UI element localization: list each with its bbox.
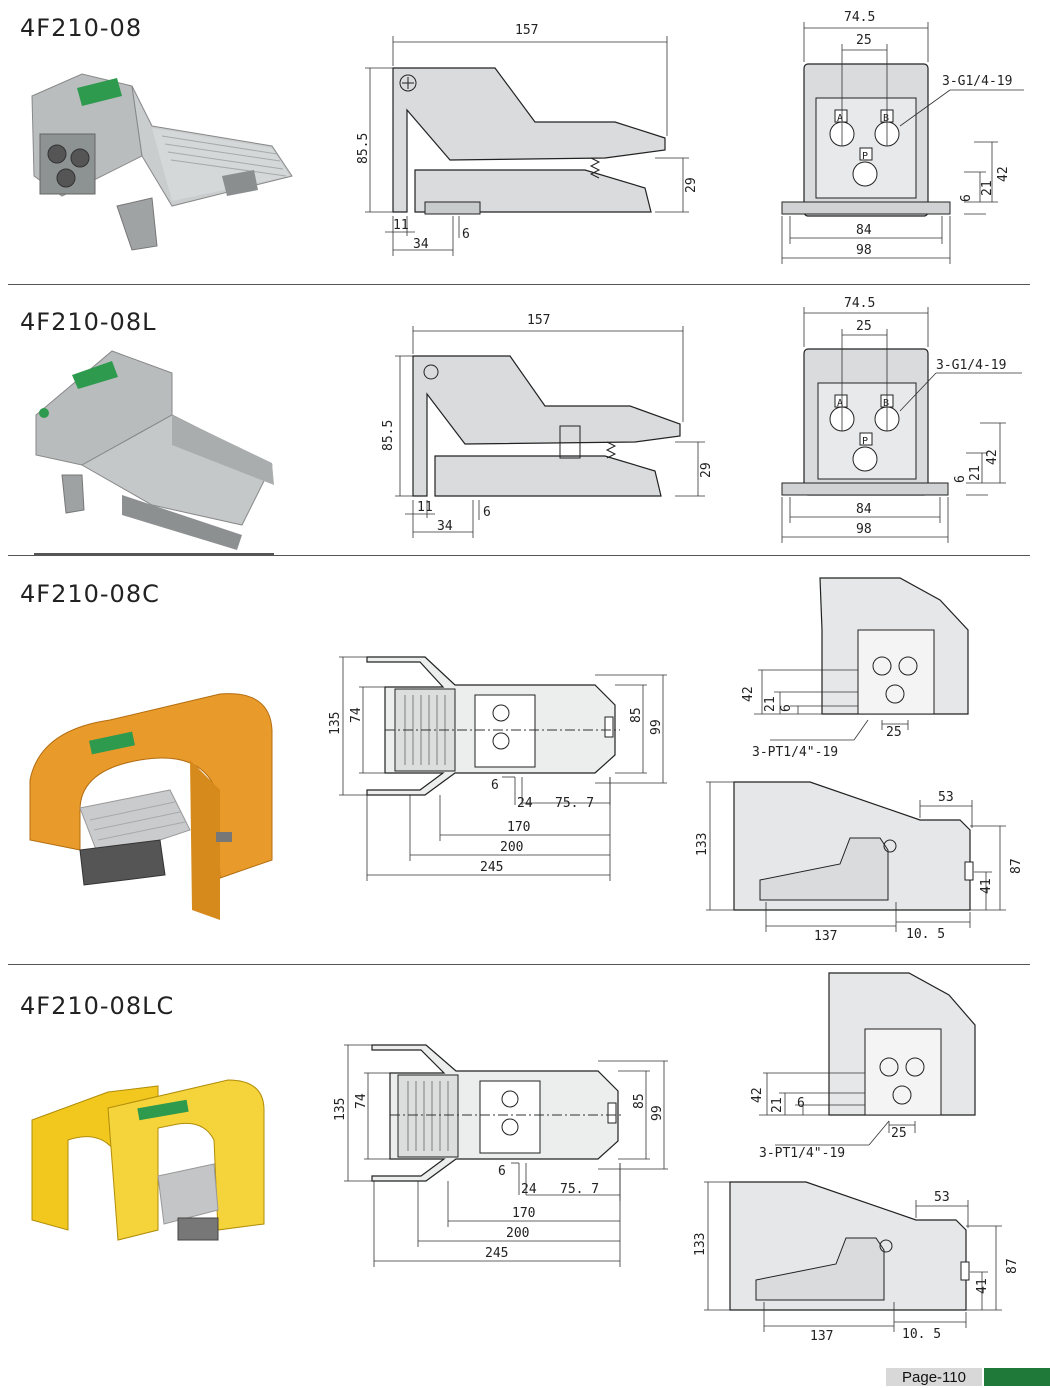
dim-24: 24 (517, 796, 533, 811)
port-label-b: B (883, 113, 889, 124)
dim-157: 157 (527, 313, 550, 328)
dim-41: 41 (975, 1278, 990, 1294)
dim-74: 74 (349, 707, 364, 723)
model-title-4f210-08: 4F210-08 (20, 14, 143, 42)
dim-157: 157 (515, 23, 538, 38)
side-drawing-4f210-08l: 157 85.5 29 11 34 6 (381, 313, 714, 538)
dim-137: 137 (810, 1329, 833, 1344)
page-number-label: Page-110 (886, 1368, 982, 1386)
dim-98: 98 (856, 522, 872, 537)
front-drawing-4f210-08lc: 42 21 6 3-PT1/4"-19 25 (750, 972, 976, 1161)
dim-85: 85 (629, 707, 644, 723)
dim-42: 42 (996, 166, 1011, 182)
dim-42: 42 (741, 686, 756, 702)
dim-6: 6 (779, 704, 794, 712)
dim-85-5: 85.5 (381, 420, 396, 451)
dim-6: 6 (959, 194, 974, 202)
dim-135: 135 (333, 1098, 348, 1121)
dim-133: 133 (695, 833, 710, 856)
dim-6: 6 (498, 1164, 506, 1179)
dim-25: 25 (886, 725, 902, 740)
front-drawing-4f210-08: A B P 74.5 25 3-G1/4-19 42 21 6 84 98 (781, 10, 1024, 264)
dim-74-5: 74.5 (844, 296, 875, 311)
dim-75-7: 75. 7 (555, 796, 594, 811)
dim-245: 245 (485, 1246, 508, 1261)
section-divider (8, 555, 1030, 556)
dim-53: 53 (934, 1190, 950, 1205)
dim-34: 34 (413, 237, 429, 252)
dim-6: 6 (483, 505, 491, 520)
port-label-b: B (883, 398, 889, 409)
port-label-p: P (862, 436, 868, 447)
dim-port-spec: 3-PT1/4"-19 (752, 745, 838, 760)
dim-21: 21 (770, 1097, 785, 1113)
section-divider (8, 964, 1030, 965)
dim-85-5: 85.5 (356, 133, 371, 164)
dim-6: 6 (797, 1096, 805, 1111)
dim-87: 87 (1009, 858, 1024, 874)
dim-41: 41 (979, 878, 994, 894)
dim-42: 42 (985, 449, 1000, 465)
dim-99: 99 (649, 719, 664, 735)
dim-200: 200 (506, 1226, 529, 1241)
dim-135: 135 (328, 712, 343, 735)
dim-99: 99 (650, 1105, 665, 1121)
port-label-p: P (862, 151, 868, 162)
dim-11: 11 (417, 500, 433, 515)
dim-6: 6 (462, 227, 470, 242)
dim-53: 53 (938, 790, 954, 805)
dim-87: 87 (1005, 1258, 1020, 1274)
dim-24: 24 (521, 1182, 537, 1197)
dim-75-7: 75. 7 (560, 1182, 599, 1197)
dim-29: 29 (699, 462, 714, 478)
dim-245: 245 (480, 860, 503, 875)
front-drawing-4f210-08c: 42 21 6 3-PT1/4"-19 25 (741, 577, 969, 760)
port-label-a: A (837, 398, 843, 409)
dim-10-5: 10. 5 (902, 1327, 941, 1342)
port-label-a: A (837, 113, 843, 124)
dim-85: 85 (632, 1093, 647, 1109)
dim-74: 74 (354, 1093, 369, 1109)
dim-6: 6 (491, 778, 499, 793)
dim-98: 98 (856, 243, 872, 258)
product-photo-4f210-08 (31, 73, 293, 251)
dim-6: 6 (953, 475, 968, 483)
dim-29: 29 (684, 177, 699, 193)
dim-port-spec: 3-PT1/4"-19 (759, 1146, 845, 1161)
dim-21: 21 (968, 465, 983, 481)
dim-10-5: 10. 5 (906, 927, 945, 942)
product-photo-4f210-08l (34, 350, 274, 555)
dim-port-spec: 3-G1/4-19 (936, 358, 1006, 373)
dim-21: 21 (980, 180, 995, 196)
dim-137: 137 (814, 929, 837, 944)
dim-74-5: 74.5 (844, 10, 875, 25)
side-drawing-4f210-08c: 133 53 87 41 137 10. 5 (695, 781, 1024, 944)
dim-21: 21 (763, 696, 778, 712)
dim-42: 42 (750, 1087, 765, 1103)
dim-170: 170 (512, 1206, 535, 1221)
side-drawing-4f210-08lc: 133 53 87 41 137 10. 5 (693, 1181, 1020, 1344)
dim-11: 11 (393, 218, 409, 233)
front-drawing-4f210-08l: A B P 74.5 25 3-G1/4-19 42 21 6 84 98 (781, 296, 1022, 543)
dim-84: 84 (856, 502, 872, 517)
dim-84: 84 (856, 223, 872, 238)
section-divider (8, 284, 1030, 285)
dim-port-spec: 3-G1/4-19 (942, 74, 1012, 89)
side-drawing-4f210-08: 157 85.5 29 11 34 6 (356, 23, 699, 256)
product-photo-4f210-08c (29, 693, 273, 920)
dim-25: 25 (891, 1126, 907, 1141)
model-title-4f210-08lc: 4F210-08LC (20, 992, 175, 1020)
top-drawing-4f210-08c: 135 74 85 99 6 24 75. 7 170 200 245 (328, 656, 667, 881)
dim-200: 200 (500, 840, 523, 855)
footer-accent-bar (984, 1368, 1050, 1386)
dim-133: 133 (693, 1233, 708, 1256)
top-drawing-4f210-08lc: 135 74 85 99 6 24 75. 7 170 200 245 (333, 1044, 668, 1267)
model-title-4f210-08l: 4F210-08L (20, 308, 157, 336)
product-photo-4f210-08lc (31, 1079, 265, 1241)
dim-25: 25 (856, 319, 872, 334)
dim-170: 170 (507, 820, 530, 835)
dim-34: 34 (437, 519, 453, 534)
model-title-4f210-08c: 4F210-08C (20, 580, 160, 608)
dim-25: 25 (856, 33, 872, 48)
